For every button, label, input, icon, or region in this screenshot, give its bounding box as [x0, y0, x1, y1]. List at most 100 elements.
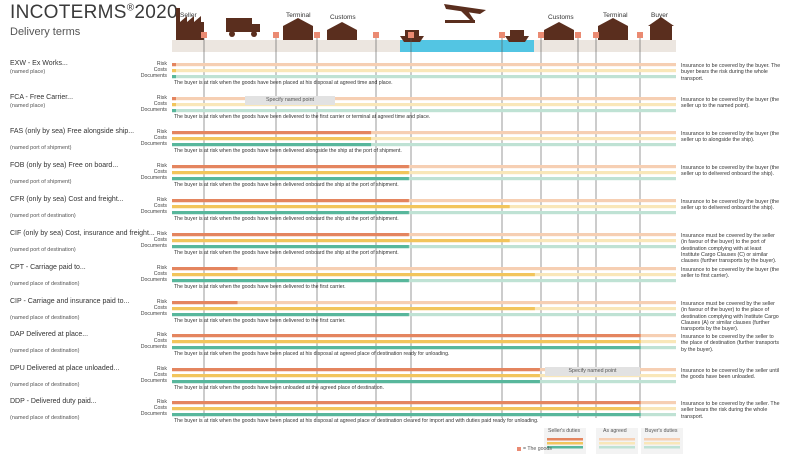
term-note-1: The buyer is at risk when the goods have… [174, 114, 431, 120]
buyer-roof [648, 17, 674, 26]
term-place-0: (named place) [10, 69, 46, 75]
terminal-left-body [283, 26, 313, 40]
bar-6-risk-buyer [172, 267, 676, 271]
truck-icon [226, 18, 260, 37]
ship-left-hull [400, 36, 424, 42]
row-label-9-costs: Costs [153, 372, 167, 378]
registered-mark: ® [126, 2, 135, 14]
legend-buyers-duties: Buyer's duties [645, 428, 678, 434]
plane-body [444, 4, 486, 14]
row-label-6-costs: Costs [153, 271, 167, 277]
bar-9-risk-seller [172, 368, 540, 372]
row-label-4-risk: Risk [156, 197, 167, 203]
row-label-4-docs: Documents [140, 209, 167, 215]
legend-swatch-0-1 [547, 442, 583, 445]
term-place-10: (named place of destination) [10, 415, 80, 421]
bar-2-risk-buyer [172, 131, 676, 135]
ship-right-cargo [510, 30, 524, 36]
terminal-right-roof [598, 18, 628, 26]
legend-swatch-2-1 [644, 442, 680, 445]
term-place-6: (named place of destination) [10, 281, 80, 287]
bar-1-costs-seller [172, 103, 176, 107]
term-name-8: DAP Delivered at place... [10, 331, 89, 338]
title-text: INCOTERMS [10, 2, 127, 23]
term-name-9: DPU Delivered at place unloaded... [10, 365, 120, 372]
factory-chimney [176, 8, 180, 22]
bar-0-risk-seller [172, 63, 176, 67]
customs-right-roof [544, 22, 574, 30]
legend-swatch-1-1 [599, 442, 635, 445]
row-label-2-risk: Risk [156, 129, 167, 135]
bar-6-docs-seller [172, 279, 409, 283]
bar-7-risk-buyer [172, 301, 676, 305]
bar-1-costs-buyer [172, 103, 676, 107]
legend-swatch-2-0 [644, 438, 680, 441]
term-place-9: (named place of destination) [10, 382, 80, 388]
truck-cab [252, 24, 260, 32]
bar-1-docs-seller [172, 109, 176, 113]
specify-point-1: Specify named point [245, 96, 335, 105]
row-label-2-costs: Costs [153, 135, 167, 141]
row-label-2-docs: Documents [140, 141, 167, 147]
ship-right-hull [505, 36, 529, 42]
bar-2-docs-buyer [172, 143, 676, 147]
bar-2-costs-seller [172, 137, 372, 141]
bar-3-costs-buyer [172, 171, 676, 175]
term-right-note-7: Insurance must be covered by the seller … [681, 301, 779, 333]
term-right-note-6: Insurance to be covered by the buyer (th… [681, 267, 780, 280]
bar-10-costs-seller [172, 407, 641, 411]
row-label-5-costs: Costs [153, 237, 167, 243]
legend-swatch-2-2 [644, 446, 680, 449]
title-year: 2020 [134, 2, 178, 23]
term-place-8: (named place of destination) [10, 348, 80, 354]
stage-marker-3 [373, 32, 379, 38]
bar-5-docs-seller [172, 245, 409, 249]
bar-7-costs-seller [172, 307, 535, 311]
page-title: INCOTERMS®2020 [10, 2, 178, 24]
bar-10-docs-seller [172, 413, 641, 417]
bar-9-docs-seller [172, 380, 540, 384]
row-label-1-costs: Costs [153, 101, 167, 107]
legend-box-buyer [641, 428, 683, 454]
row-label-3-costs: Costs [153, 169, 167, 175]
row-label-0-costs: Costs [153, 67, 167, 73]
term-place-2: (named port of shipment) [10, 145, 72, 151]
plane-icon [444, 4, 486, 23]
term-name-6: CPT - Carriage paid to... [10, 264, 86, 271]
terminal-left-icon [283, 18, 313, 40]
row-label-5-docs: Documents [140, 243, 167, 249]
term-name-0: EXW - Ex Works... [10, 60, 68, 67]
page-subtitle: Delivery terms [10, 26, 81, 38]
bar-0-docs-buyer [172, 75, 676, 79]
bar-6-risk-seller [172, 267, 238, 271]
term-note-3: The buyer is at risk when the goods have… [174, 182, 399, 188]
row-label-4-costs: Costs [153, 203, 167, 209]
specify-point-9: Specify named point [545, 367, 640, 376]
bar-0-risk-buyer [172, 63, 676, 67]
bar-2-costs-buyer [172, 137, 676, 141]
legend-swatch-1-2 [599, 446, 635, 449]
bar-4-costs-seller [172, 205, 510, 209]
bar-0-costs-seller [172, 69, 176, 73]
factory-roof [180, 16, 201, 22]
legend-swatch-1-0 [599, 438, 635, 441]
customs-right-body [544, 30, 574, 40]
terminal-right-body [598, 26, 628, 40]
term-place-3: (named port of shipment) [10, 179, 72, 185]
stage-marker-9 [637, 32, 643, 38]
term-right-note-5: Insurance must be covered by the seller … [681, 233, 777, 265]
bar-7-docs-buyer [172, 313, 676, 317]
row-label-8-costs: Costs [153, 338, 167, 344]
row-label-6-risk: Risk [156, 265, 167, 271]
row-label-9-docs: Documents [140, 378, 167, 384]
term-name-3: FOB (only by sea) Free on board... [10, 162, 119, 169]
row-label-10-docs: Documents [140, 411, 167, 417]
plane-wing [460, 10, 474, 20]
term-note-10: The buyer is at risk when the goods have… [174, 418, 539, 424]
term-place-5: (named port of destination) [10, 247, 76, 253]
customs-left-body [327, 30, 357, 40]
bar-0-docs-seller [172, 75, 176, 79]
factory-icon [176, 8, 204, 40]
term-right-note-2: Insurance to be covered by the buyer (th… [681, 131, 780, 144]
